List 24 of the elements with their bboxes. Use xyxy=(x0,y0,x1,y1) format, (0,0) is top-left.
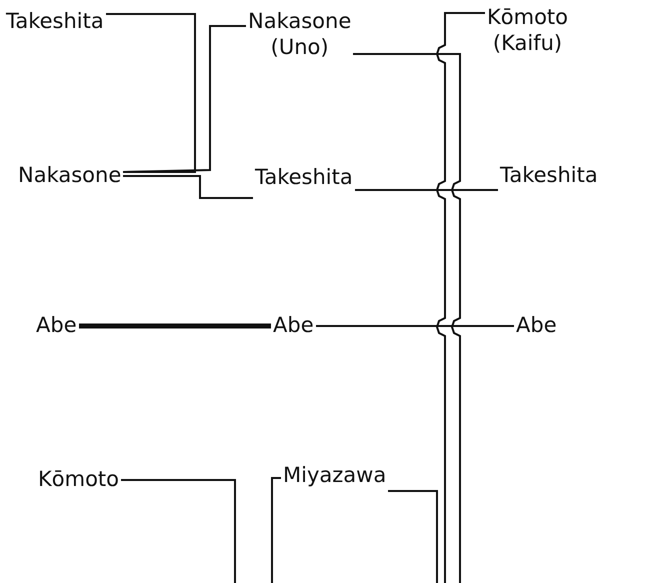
connector-line xyxy=(271,477,281,583)
name-label: Takeshita xyxy=(6,8,104,34)
name-label: Nakasone xyxy=(18,162,122,188)
connector-line xyxy=(122,25,246,173)
connector-line xyxy=(388,490,438,583)
name-label: Takeshita xyxy=(255,164,353,190)
name-label: Kōmoto xyxy=(38,466,120,492)
name-label: Abe xyxy=(516,312,557,338)
connector-line xyxy=(316,325,514,327)
name-label: Nakasone xyxy=(248,8,352,34)
connector-line xyxy=(123,175,253,199)
name-label: Abe xyxy=(36,312,77,338)
name-label: Miyazawa xyxy=(283,462,386,488)
name-label: Kōmoto xyxy=(487,4,568,30)
name-label: Abe xyxy=(273,312,314,338)
connector-line xyxy=(121,479,236,583)
bracketed-name-label: (Uno) xyxy=(270,34,329,60)
connector-line xyxy=(436,12,485,583)
connector-line xyxy=(355,189,498,191)
connector-line xyxy=(79,324,271,328)
connector-line xyxy=(353,53,461,583)
bracketed-name-label: (Kaifu) xyxy=(492,30,562,56)
name-label: Takeshita xyxy=(500,162,598,188)
connector-line xyxy=(106,13,196,173)
